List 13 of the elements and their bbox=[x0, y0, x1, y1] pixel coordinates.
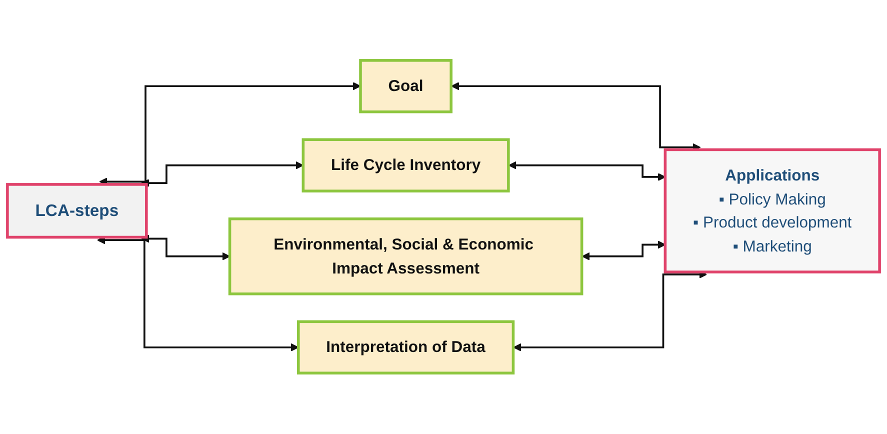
node-box: Environmental, Social & Economic Impact Assessment bbox=[228, 218, 584, 296]
arrow bbox=[141, 234, 230, 261]
arrow bbox=[508, 162, 666, 182]
arrow bbox=[513, 270, 708, 352]
node-box: Interpretation of Data bbox=[297, 320, 515, 375]
node-box: Applications ▪ Policy Making ▪ Product development ▪ Marketing bbox=[664, 148, 881, 274]
node-box: LCA-steps bbox=[6, 183, 148, 239]
arrow bbox=[97, 236, 299, 352]
arrow bbox=[582, 240, 666, 261]
node-box: Goal bbox=[359, 59, 452, 114]
arrow bbox=[99, 82, 361, 186]
arrow bbox=[141, 162, 304, 188]
node-box: Life Cycle Inventory bbox=[302, 138, 510, 193]
